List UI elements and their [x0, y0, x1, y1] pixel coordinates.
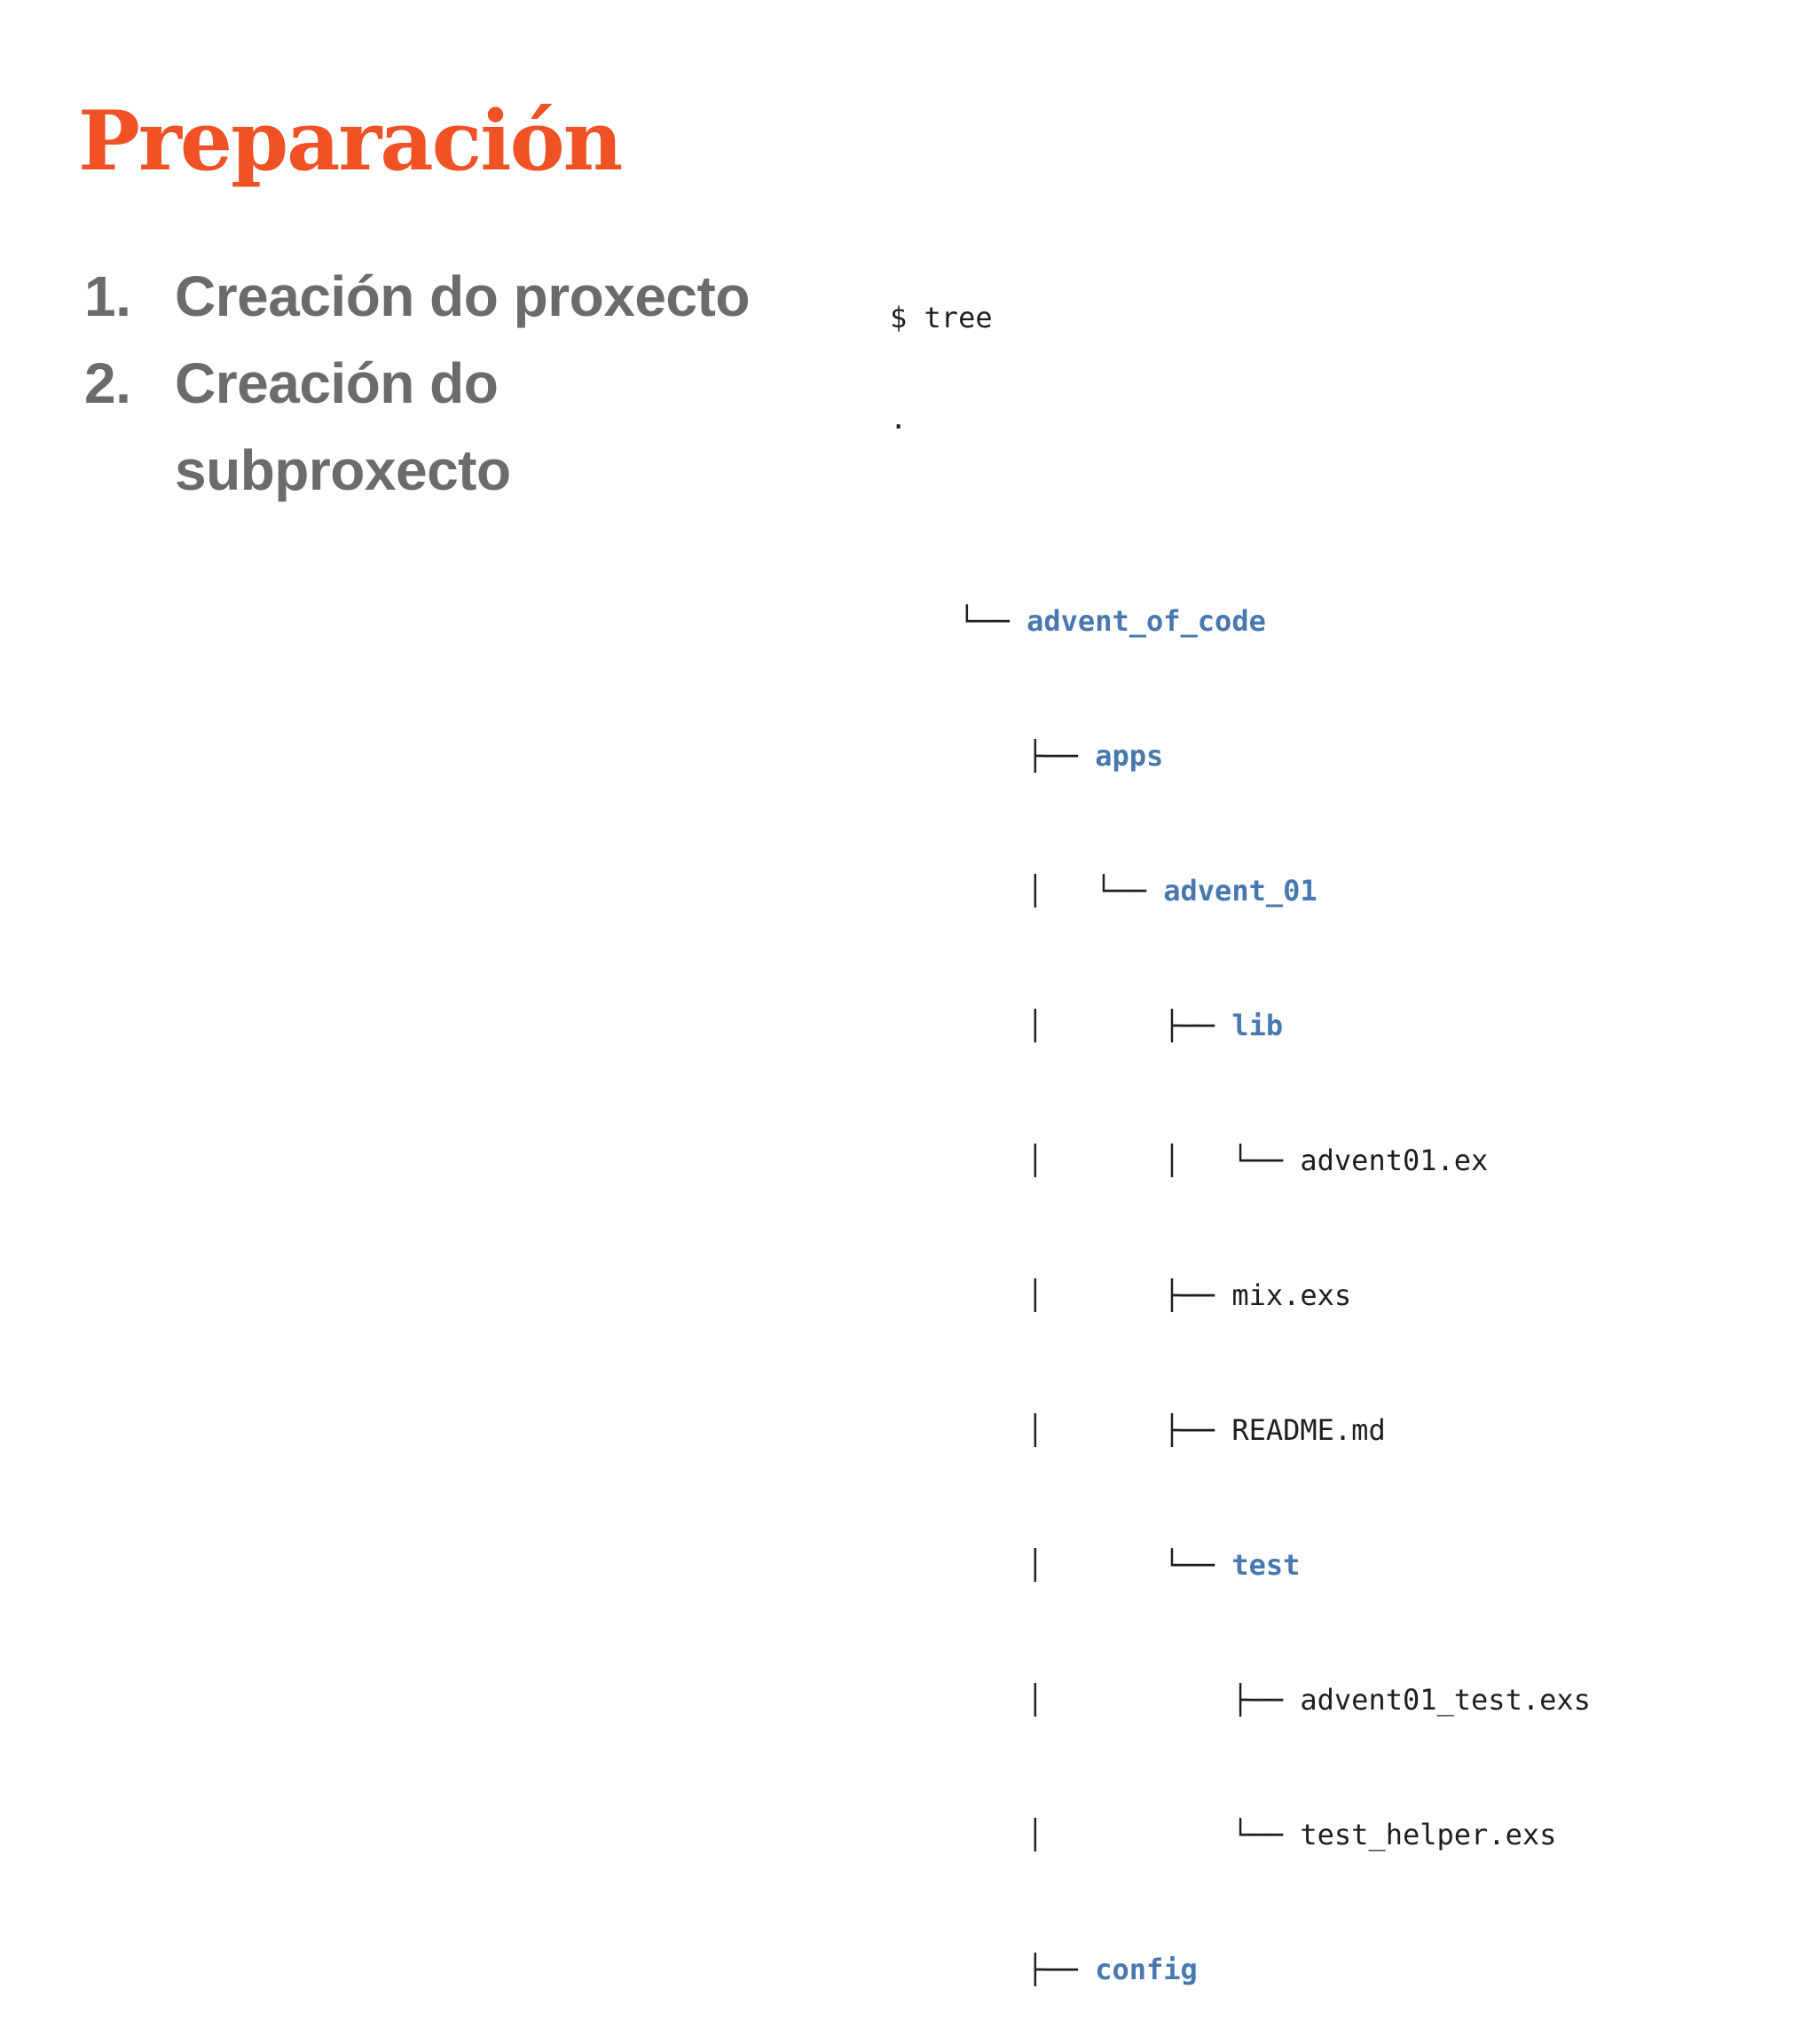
agenda-list: 1. Creación do proxecto 2. Creación do s…: [84, 253, 796, 514]
page-title: Preparación: [78, 92, 623, 189]
tree-file-name: README.md: [1231, 1413, 1386, 1447]
tree-directory-name: advent_01: [1163, 874, 1318, 908]
tree-file-name: mix.exs: [1231, 1278, 1352, 1312]
tree-line-prefix: │ ├──: [958, 1009, 1232, 1042]
agenda-item: 2. Creación do subproxecto: [84, 340, 796, 514]
tree-line-prefix: └──: [958, 604, 1027, 638]
terminal-command-line: $ tree: [890, 301, 993, 334]
tree-directory-name: apps: [1095, 739, 1164, 773]
tree-line: │ └── test: [890, 1514, 1591, 1582]
tree-root-line: .: [890, 402, 908, 436]
tree-file-name: advent01_test.exs: [1300, 1683, 1591, 1717]
tree-lines: └── advent_of_code ├── apps │ └── advent…: [890, 503, 1591, 2044]
agenda-item-number: 1.: [84, 264, 131, 328]
tree-directory-name: advent_of_code: [1026, 604, 1266, 638]
tree-line: ├── config: [890, 1919, 1591, 1986]
agenda-item-text: Creación do proxecto: [175, 264, 750, 328]
tree-line-prefix: │ └──: [958, 874, 1164, 908]
tree-line-prefix: │ ├──: [958, 1413, 1232, 1447]
tree-line-prefix: │ ├──: [958, 1683, 1301, 1717]
tree-line: │ ├── lib: [890, 975, 1591, 1042]
tree-line-prefix: ├──: [958, 1953, 1096, 1986]
tree-line: │ ├── README.md: [890, 1380, 1591, 1447]
tree-line: │ └── advent_01: [890, 840, 1591, 908]
agenda-item-number: 2.: [84, 351, 131, 415]
tree-line: │ │ └── advent01.ex: [890, 1110, 1591, 1177]
tree-line: │ ├── advent01_test.exs: [890, 1649, 1591, 1717]
tree-directory-name: config: [1095, 1953, 1198, 1986]
tree-line: │ ├── mix.exs: [890, 1245, 1591, 1312]
tree-file-name: advent01.ex: [1300, 1144, 1489, 1177]
slide: Preparación 1. Creación do proxecto 2. C…: [78, 92, 1591, 1986]
tree-directory-name: lib: [1231, 1009, 1284, 1042]
tree-file-name: test_helper.exs: [1300, 1818, 1557, 1851]
tree-line-prefix: │ │ └──: [958, 1144, 1301, 1177]
tree-directory-name: test: [1231, 1548, 1301, 1582]
terminal-output: $ tree . └── advent_of_code ├── apps │ └…: [890, 233, 1591, 2044]
tree-line-prefix: │ └──: [958, 1548, 1232, 1582]
tree-line: │ └── test_helper.exs: [890, 1784, 1591, 1851]
tree-line-prefix: │ └──: [958, 1818, 1301, 1851]
tree-line: ├── apps: [890, 705, 1591, 773]
agenda-item-text: Creación do subproxecto: [175, 351, 511, 502]
tree-line: └── advent_of_code: [890, 570, 1591, 638]
tree-line-prefix: │ ├──: [958, 1278, 1232, 1312]
agenda-item: 1. Creación do proxecto: [84, 253, 796, 340]
tree-line-prefix: ├──: [958, 739, 1096, 773]
